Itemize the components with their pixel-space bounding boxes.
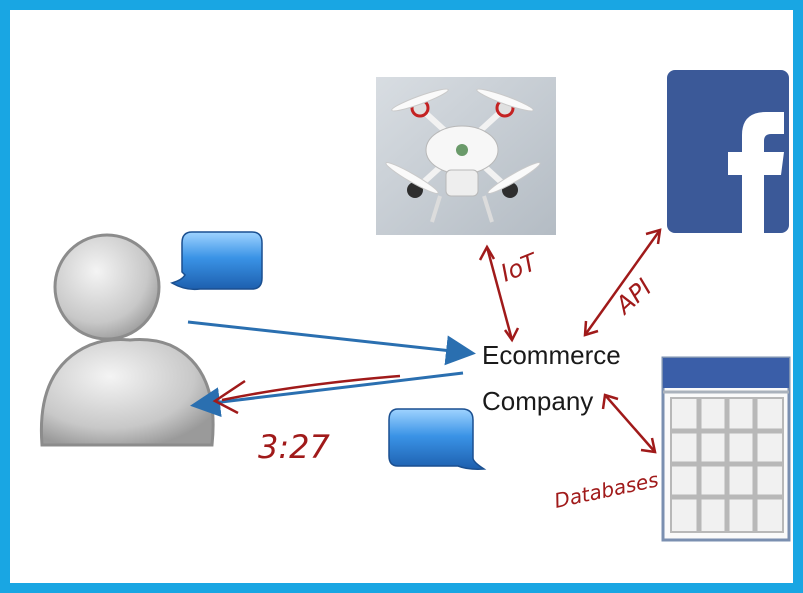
databases-annotation: Databases — [552, 467, 661, 512]
iot-arrowhead-top — [478, 244, 496, 261]
chat-bubble-icon-response — [388, 408, 487, 470]
databases-arrowhead-bottom — [640, 437, 657, 454]
time-annotation: 3:27 — [258, 428, 331, 466]
api-arrowhead-bottom — [583, 320, 599, 337]
response-arrow — [190, 371, 464, 418]
databases-arrowhead-top — [601, 393, 619, 410]
drone-image — [376, 77, 556, 235]
facebook-logo — [667, 70, 789, 233]
databases-arrow — [604, 394, 656, 453]
iot-annotation: IoT — [497, 247, 543, 287]
api-arrowhead-top — [645, 228, 662, 245]
iot-arrow — [485, 246, 514, 341]
diagram-inner-border — [8, 8, 795, 585]
api-arrow — [583, 229, 662, 336]
user-icon — [39, 233, 215, 447]
api-annotation: API — [609, 273, 657, 321]
response-annotation-arrowhead — [212, 379, 246, 415]
company-label-line1: Ecommerce — [482, 340, 621, 370]
chat-bubble-icon — [170, 231, 263, 291]
iot-arrowhead-bottom — [503, 327, 520, 343]
request-arrow — [187, 320, 476, 366]
company-label-line2: Company — [482, 386, 593, 416]
response-annotation-stroke — [221, 374, 401, 402]
calendar-grid-icon — [661, 356, 791, 542]
